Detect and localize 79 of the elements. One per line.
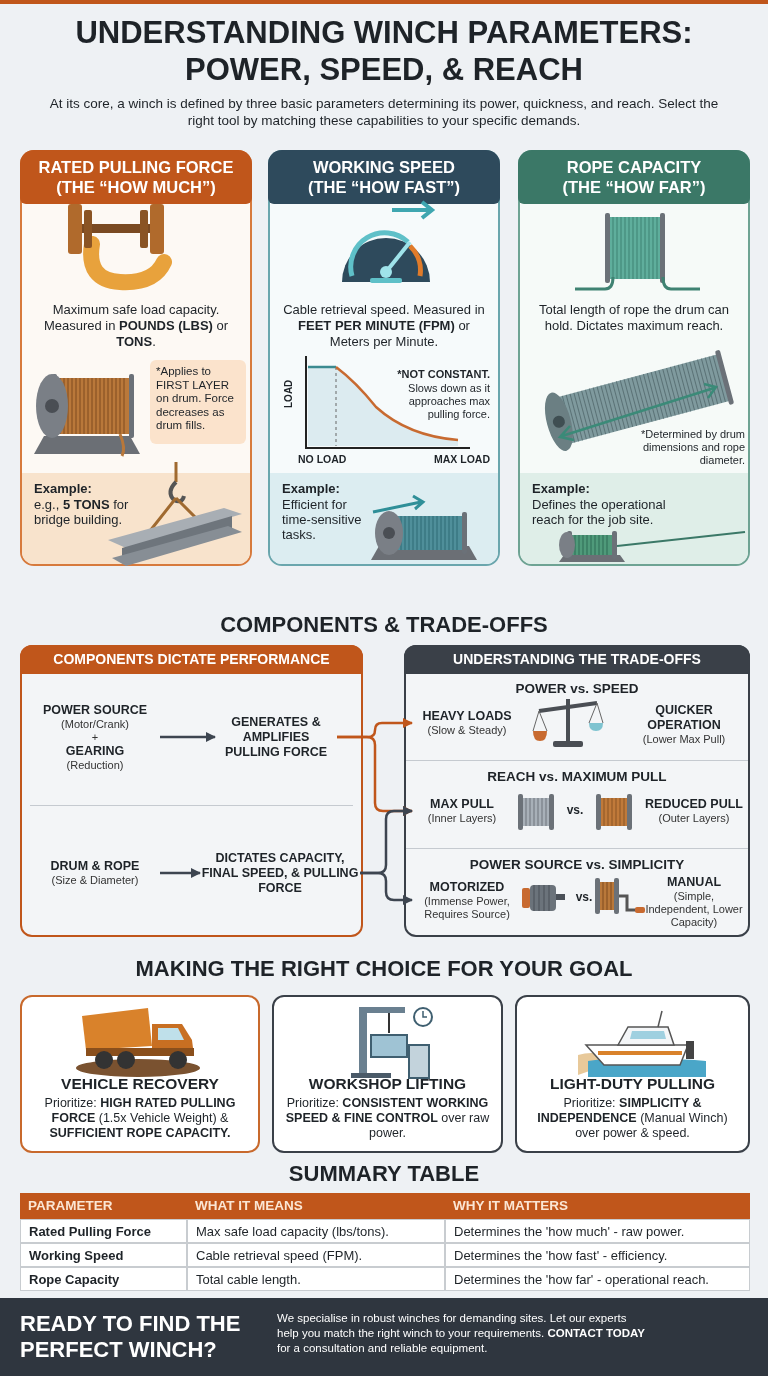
description-text: Cable retrieval speed. Measured in FEET PER MINUTE (FPM) or Meters per Minute. [282, 302, 486, 350]
versus-text: vs. [574, 890, 594, 904]
table-cell: Working Speed [20, 1243, 187, 1267]
option-label: DICTATES CAPACITY, FINAL SPEED, & PULLING FORCE [200, 850, 360, 896]
column-header: WHAT IT MEANS [187, 1193, 445, 1219]
example-heading: Example: [34, 481, 93, 496]
axis-label: LOAD [283, 378, 295, 411]
header-tab: ROPE CAPACITY (THE “HOW FAR”) [518, 150, 750, 204]
component-label: GEARING [65, 743, 125, 759]
column-header: PARAMETER [20, 1193, 187, 1219]
option-label: QUICKER OPERATION [646, 702, 722, 733]
card-title: LIGHT-DUTY PULLING [548, 1075, 716, 1093]
goal-card [272, 995, 503, 1153]
section-title: SUMMARY TABLE [287, 1161, 481, 1187]
section-panel [20, 645, 363, 937]
option-label: MOTORIZED [429, 879, 505, 895]
example-text: Defines the operational reach for the job site. [532, 497, 667, 527]
example-heading: Example: [532, 481, 591, 496]
subtitle: At its core, a winch is defined by three basic parameters determining its power, quickness, and reach. Select the right tool by matching these capabilities to your specific demands. [48, 95, 720, 129]
versus-text: vs. [565, 803, 585, 817]
card-text: Prioritize: CONSISTENT WORKING SPEED & FINE CONTROL over raw power. [284, 1096, 491, 1141]
page-title: UNDERSTANDING WINCH PARAMETERS: POWER, SPEED, & REACH [74, 14, 694, 88]
table-cell: Determines the 'how fast' - efficiency. [445, 1243, 750, 1267]
connector-arrow [160, 732, 216, 742]
table-cell: Rope Capacity [20, 1267, 187, 1291]
table-cell: Rated Pulling Force [20, 1219, 187, 1243]
component-label: DRUM & ROPE [50, 859, 140, 874]
section-heading: POWER SOURCE vs. SIMPLICITY [468, 857, 686, 872]
section-heading: REACH vs. MAXIMUM PULL [486, 769, 668, 784]
footer-band [0, 1298, 768, 1376]
example-heading: Example: [282, 481, 341, 496]
description-text: Total length of rope the drum can hold. Dictates maximum reach. [537, 302, 731, 334]
footnote: *Determined by drum dimensions and rope diameter. [640, 428, 745, 467]
option-label: MAX PULL [430, 797, 494, 812]
connector-arrow [160, 868, 201, 878]
option-label: HEAVY LOADS [422, 709, 512, 724]
column-header: WHY IT MATTERS [445, 1193, 750, 1219]
axis-label: MAX LOAD [433, 453, 490, 465]
detail-text: (Simple, Independent, Lower Capacity) [645, 890, 743, 929]
card-text: Prioritize: HIGH RATED PULLING FORCE (1.5x Vehicle Weight) & SUFFICIENT ROPE CAPACITY. [43, 1096, 237, 1141]
axis-label: NO LOAD [298, 453, 348, 465]
detail-text: (Inner Layers) [427, 812, 497, 825]
connector-arrow [360, 871, 413, 905]
header-tab: RATED PULLING FORCE (THE “HOW MUCH”) [20, 150, 252, 204]
option-label: MANUAL [666, 875, 722, 890]
table-cell: Max safe load capacity (lbs/tons). [187, 1219, 445, 1243]
detail-text: (Immense Power, Requires Source) [423, 894, 511, 921]
section-title: MAKING THE RIGHT CHOICE FOR YOUR GOAL [134, 956, 634, 982]
section-title: COMPONENTS & TRADE-OFFS [219, 612, 549, 638]
header-tab: COMPONENTS DICTATE PERFORMANCE [20, 645, 363, 674]
chart-note: Slows down as it approaches max pulling force. [407, 382, 490, 421]
header-tab: UNDERSTANDING THE TRADE-OFFS [404, 645, 750, 674]
call-to-action-heading: READY TO FIND THE PERFECT WINCH? [20, 1311, 242, 1363]
detail-text: (Lower Max Pull) [642, 732, 726, 746]
detail-text: (Slow & Steady) [427, 724, 507, 737]
contact-text: We specialise in robust winches for demanding sites. Let our experts help you match the right winch to your requirements. CONTACT TODAY for a consultation and reliable equipment. [277, 1311, 646, 1356]
section-heading: POWER vs. SPEED [514, 681, 640, 696]
card-title: VEHICLE RECOVERY [60, 1075, 220, 1093]
detail-text: + [91, 730, 99, 744]
section-panel [404, 645, 750, 937]
option-label: REDUCED PULL [645, 797, 743, 812]
callout-note: *Applies to FIRST LAYER on drum. Force decreases as drum fills. [150, 360, 246, 444]
component-label: POWER SOURCE [42, 702, 148, 718]
header-tab: WORKING SPEED (THE “HOW FAST”) [268, 150, 500, 204]
chart-note: *NOT CONSTANT. [396, 368, 490, 380]
detail-text: (Reduction) [66, 758, 124, 772]
table-cell: Determines the 'how far' - operational reach. [445, 1267, 750, 1291]
detail-text: (Size & Diameter) [51, 874, 139, 887]
card-text: Prioritize: SIMPLICITY & INDEPENDENCE (Manual Winch) over power & speed. [536, 1096, 729, 1141]
table-cell: Cable retrieval speed (FPM). [187, 1243, 445, 1267]
detail-text: (Outer Layers) [658, 812, 730, 825]
table-cell: Total cable length. [187, 1267, 445, 1291]
detail-text: (Motor/Crank) [61, 717, 129, 731]
option-label: GENERATES & AMPLIFIES PULLING FORCE [223, 714, 329, 760]
card-title: WORKSHOP LIFTING [307, 1075, 468, 1093]
description-text: Maximum safe load capacity. Measured in POUNDS (LBS) or TONS. [42, 302, 230, 350]
example-text: Efficient for time-sensitive tasks. [282, 497, 363, 542]
table-cell: Determines the 'how much' - raw power. [445, 1219, 750, 1243]
example-text: e.g., 5 TONS for bridge building. [34, 497, 130, 527]
